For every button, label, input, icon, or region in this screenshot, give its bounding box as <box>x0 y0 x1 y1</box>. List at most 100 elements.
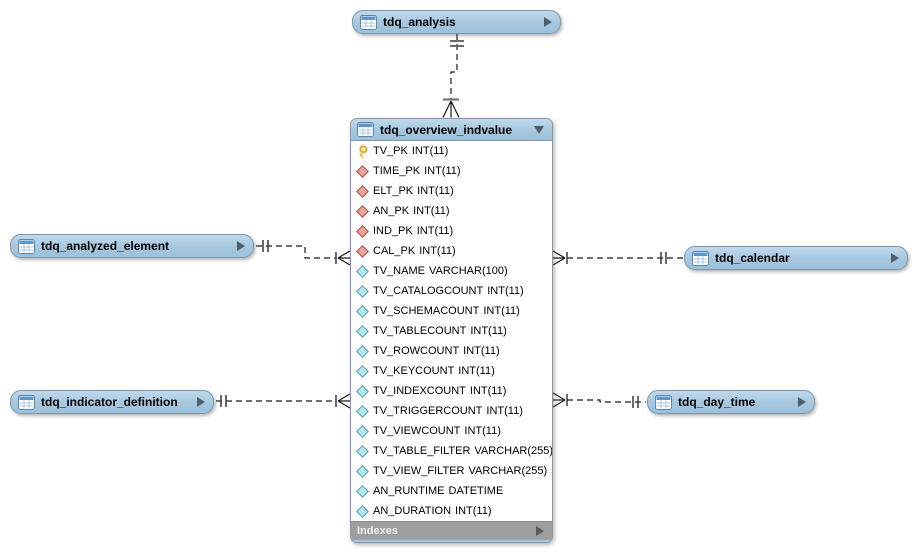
column-name: TV_TABLECOUNT <box>373 325 467 337</box>
column-type-icon <box>356 445 368 457</box>
column-row[interactable]: TV_VIEW_FILTER VARCHAR(255) <box>351 461 552 481</box>
column-name: TIME_PK <box>373 165 421 177</box>
table-tdq-day-time[interactable]: tdq_day_time <box>647 390 815 414</box>
column-row[interactable]: AN_PK INT(11) <box>351 201 552 221</box>
column-datatype: INT(11) <box>483 305 520 317</box>
column-name: TV_TABLE_FILTER <box>373 445 471 457</box>
column-name: TV_SCHEMACOUNT <box>373 305 480 317</box>
table-icon <box>357 122 374 137</box>
table-title: tdq_overview_indvalue <box>380 122 513 137</box>
indexes-expand-arrow-icon[interactable] <box>536 525 544 536</box>
column-type-icon <box>356 365 368 377</box>
table-title: tdq_analysis <box>383 15 456 29</box>
column-row[interactable]: TV_PK INT(11) <box>351 141 552 161</box>
table-tdq-indicator-definition[interactable]: tdq_indicator_definition <box>10 390 214 414</box>
table-header[interactable]: tdq_overview_indvalue <box>351 119 552 141</box>
column-row[interactable]: IND_PK INT(11) <box>351 221 552 241</box>
column-row[interactable]: TV_ROWCOUNT INT(11) <box>351 341 552 361</box>
column-name: AN_DURATION <box>373 505 452 517</box>
column-name: CAL_PK <box>373 245 416 257</box>
table-tdq-analysis[interactable]: tdq_analysis <box>352 10 561 34</box>
expand-arrow-icon[interactable] <box>891 253 899 263</box>
indexes-label: Indexes <box>357 524 398 537</box>
column-row[interactable]: TV_CATALOGCOUNT INT(11) <box>351 281 552 301</box>
column-type-icon <box>356 345 368 357</box>
column-datatype: INT(11) <box>424 165 461 177</box>
column-datatype: INT(11) <box>411 145 449 157</box>
connector-overview-day-time[interactable] <box>552 392 646 408</box>
column-datatype: VARCHAR(100) <box>428 265 508 277</box>
column-datatype: INT(11) <box>455 505 492 517</box>
column-type-icon <box>356 385 368 397</box>
column-type-icon <box>356 185 368 197</box>
column-name: IND_PK <box>373 225 413 237</box>
column-datatype: INT(11) <box>487 285 524 297</box>
column-name: TV_NAME <box>373 265 425 277</box>
column-list: TV_PK INT(11) TIME_PK INT(11) ELT_PK INT… <box>351 141 552 521</box>
table-tdq-calendar[interactable]: tdq_calendar <box>684 246 908 270</box>
column-name: TV_VIEWCOUNT <box>373 425 461 437</box>
column-row[interactable]: TV_TABLE_FILTER VARCHAR(255) <box>351 441 552 461</box>
column-type-icon <box>356 505 368 517</box>
table-title: tdq_analyzed_element <box>41 239 170 253</box>
column-row[interactable]: CAL_PK INT(11) <box>351 241 552 261</box>
table-icon <box>655 394 672 410</box>
table-tdq-overview-indvalue[interactable]: tdq_overview_indvalue TV_PK INT(11) TIME… <box>350 118 553 543</box>
column-datatype: VARCHAR(255) <box>474 445 553 457</box>
expand-arrow-icon[interactable] <box>237 241 245 251</box>
column-datatype: INT(11) <box>463 345 500 357</box>
column-datatype: INT(11) <box>419 245 456 257</box>
column-datatype: INT(11) <box>413 205 450 217</box>
column-name: AN_PK <box>373 205 410 217</box>
column-datatype: INT(11) <box>469 385 507 397</box>
column-datatype: INT(11) <box>464 425 501 437</box>
column-name: TV_PK <box>373 145 408 157</box>
column-row[interactable]: TV_VIEWCOUNT INT(11) <box>351 421 552 441</box>
table-icon <box>18 238 35 254</box>
connector-indicator-definition-overview[interactable] <box>216 393 351 409</box>
table-icon <box>18 394 35 410</box>
column-type-icon <box>356 485 368 497</box>
column-row[interactable]: AN_RUNTIME DATETIME <box>351 481 552 501</box>
column-datatype: VARCHAR(255) <box>468 465 548 477</box>
expand-arrow-icon[interactable] <box>798 397 806 407</box>
column-name: TV_CATALOGCOUNT <box>373 285 484 297</box>
table-bottom-bar <box>351 539 552 542</box>
column-row[interactable]: TV_TABLECOUNT INT(11) <box>351 321 552 341</box>
column-type-icon <box>356 245 368 257</box>
table-title: tdq_day_time <box>678 395 756 409</box>
column-name: TV_INDEXCOUNT <box>373 385 466 397</box>
connector-analyzed-element-overview[interactable] <box>256 240 351 266</box>
column-type-icon <box>356 305 368 317</box>
column-type-icon <box>356 205 368 217</box>
column-row[interactable]: TV_TRIGGERCOUNT INT(11) <box>351 401 552 421</box>
column-name: ELT_PK <box>373 185 414 197</box>
table-icon <box>692 250 709 266</box>
column-datatype: INT(11) <box>416 225 454 237</box>
column-row[interactable]: TIME_PK INT(11) <box>351 161 552 181</box>
column-name: TV_VIEW_FILTER <box>373 465 465 477</box>
expand-arrow-icon[interactable] <box>197 397 205 407</box>
indexes-footer[interactable]: Indexes <box>351 521 552 539</box>
table-tdq-analyzed-element[interactable]: tdq_analyzed_element <box>10 234 254 258</box>
column-row[interactable]: TV_KEYCOUNT INT(11) <box>351 361 552 381</box>
column-row[interactable]: TV_SCHEMACOUNT INT(11) <box>351 301 552 321</box>
column-type-icon <box>356 165 368 177</box>
connector-analysis-overview[interactable] <box>442 34 464 118</box>
connector-overview-calendar[interactable] <box>552 250 683 266</box>
expand-arrow-icon[interactable] <box>544 17 552 27</box>
column-type-icon <box>356 285 368 297</box>
column-row[interactable]: AN_DURATION INT(11) <box>351 501 552 521</box>
column-datatype: INT(11) <box>417 185 454 197</box>
column-row[interactable]: TV_NAME VARCHAR(100) <box>351 261 552 281</box>
column-row[interactable]: TV_INDEXCOUNT INT(11) <box>351 381 552 401</box>
column-datatype: INT(11) <box>470 325 507 337</box>
column-type-icon <box>356 225 368 237</box>
collapse-arrow-icon[interactable] <box>534 125 544 134</box>
column-type-icon <box>356 465 368 477</box>
column-name: TV_KEYCOUNT <box>373 365 455 377</box>
table-title: tdq_indicator_definition <box>41 395 178 409</box>
column-row[interactable]: ELT_PK INT(11) <box>351 181 552 201</box>
